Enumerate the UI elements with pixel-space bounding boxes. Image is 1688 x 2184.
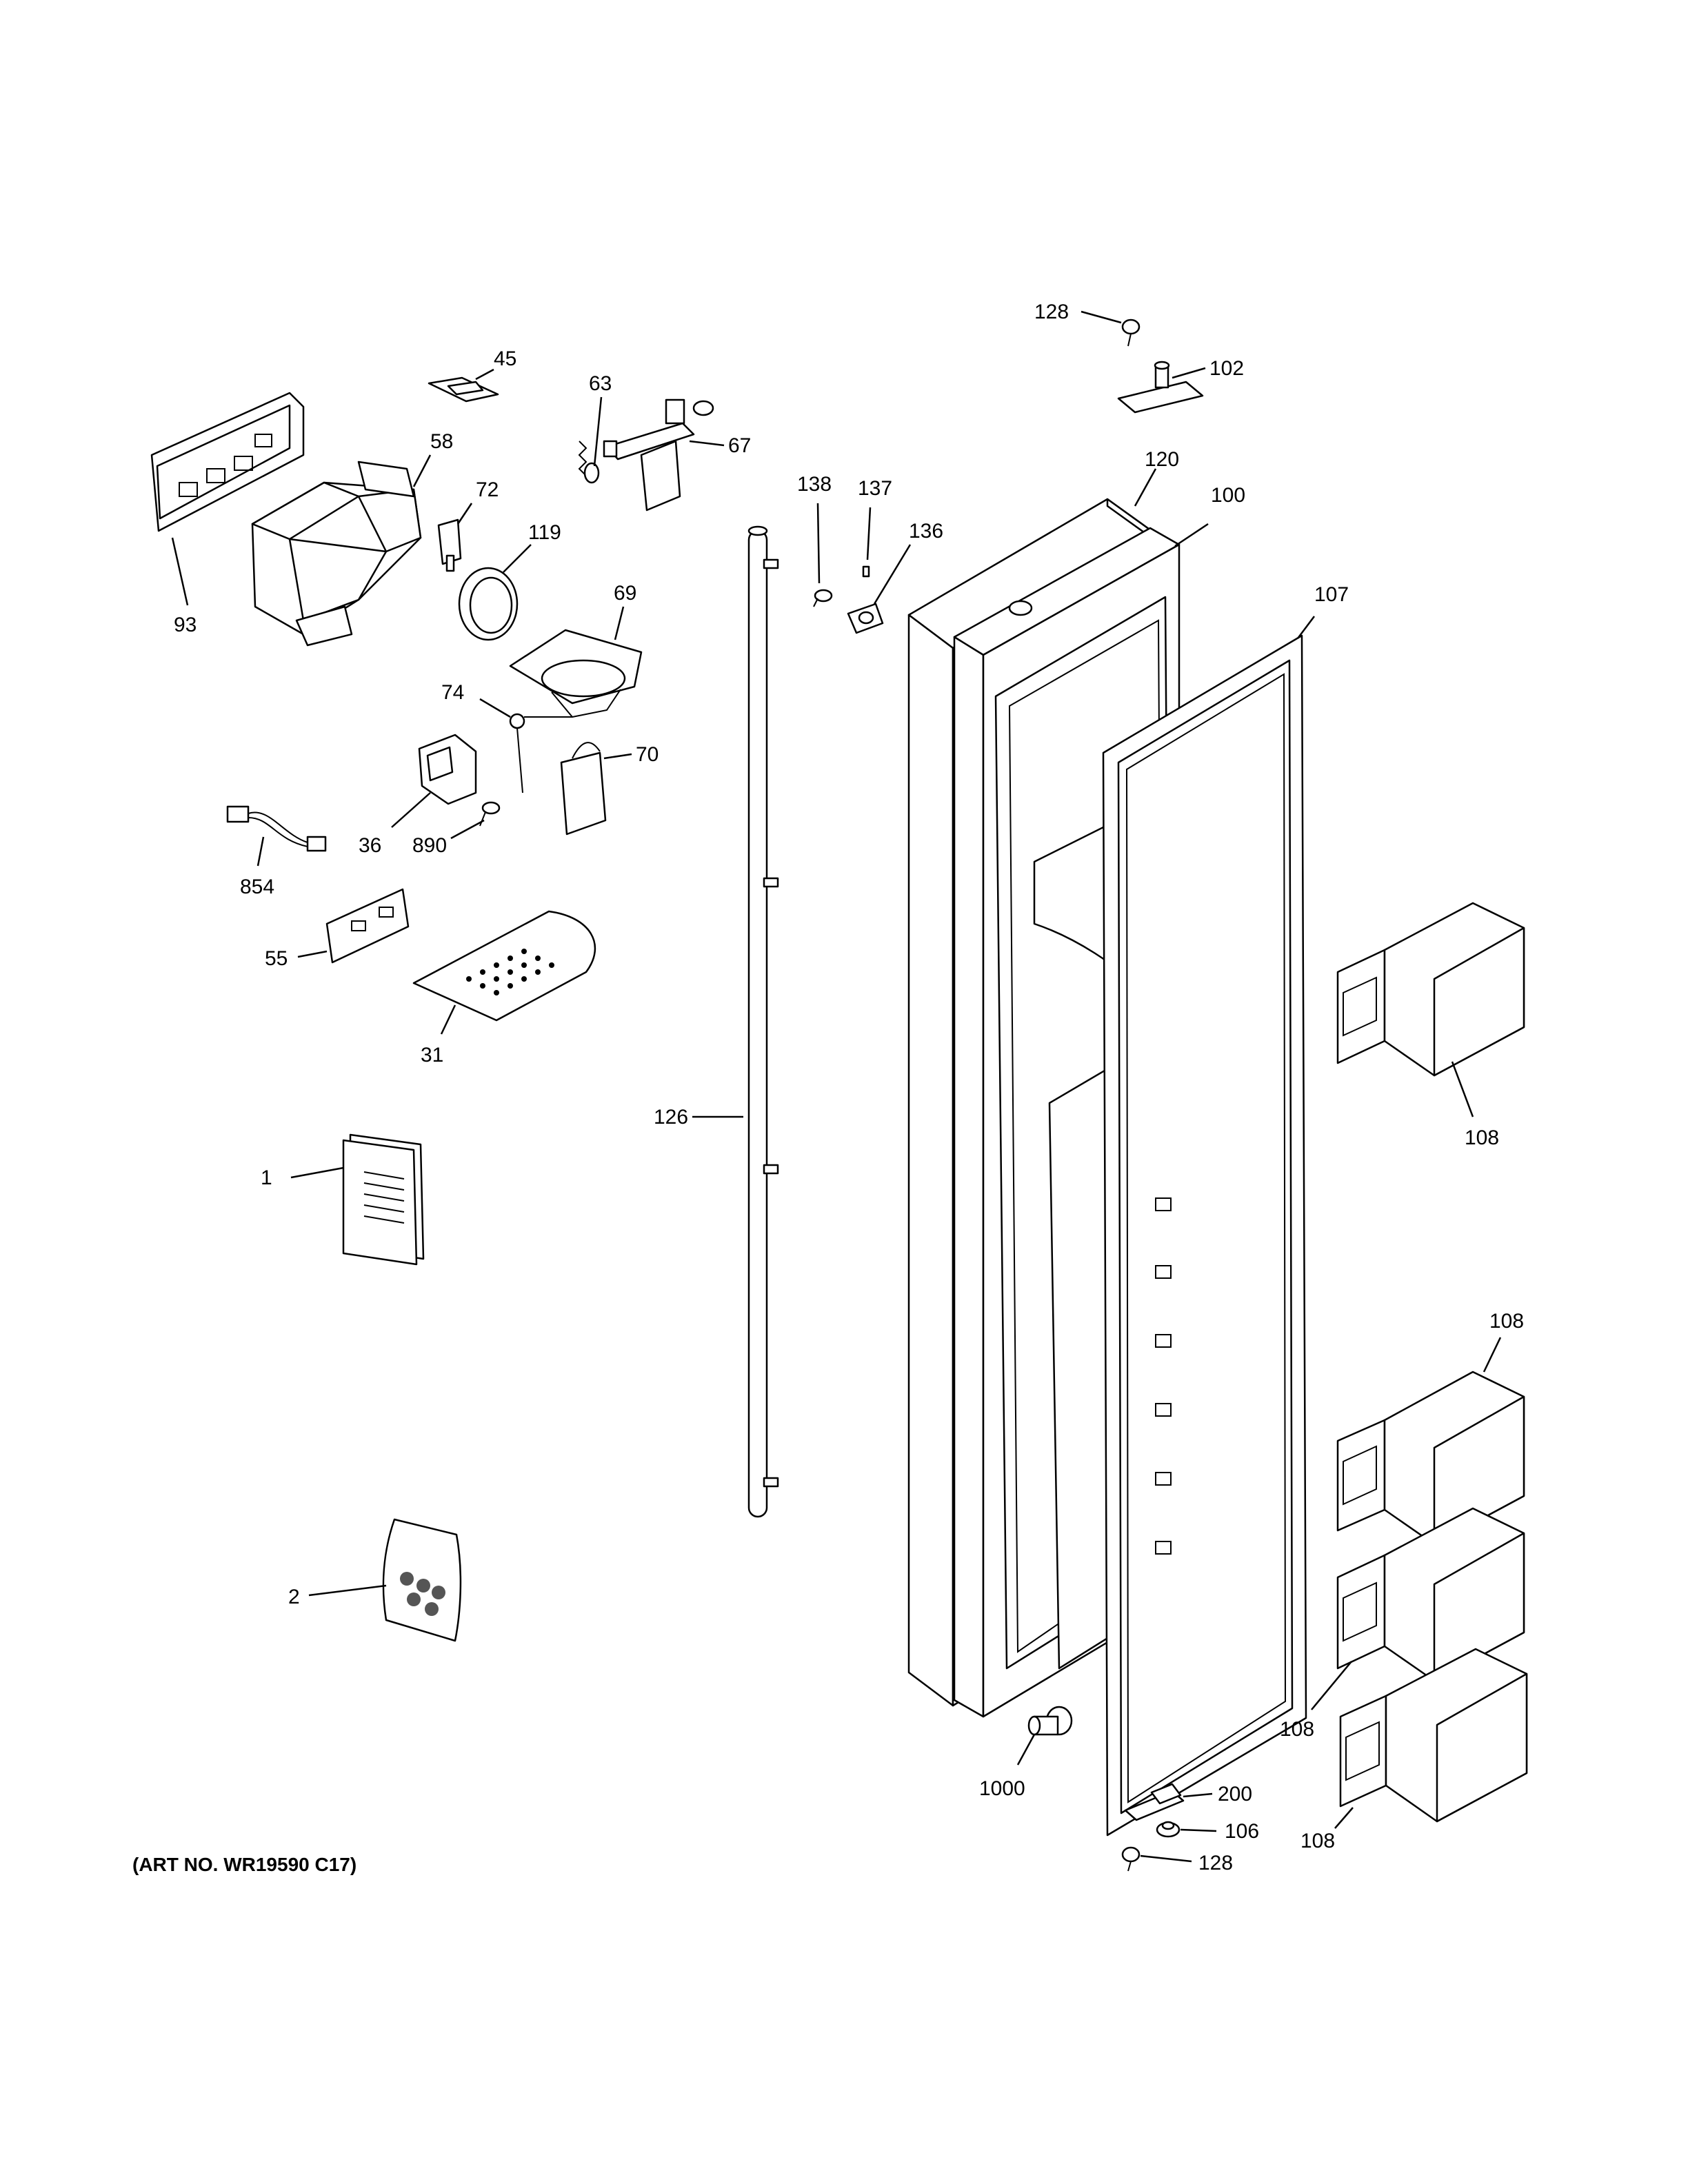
callout-108-a: 108 bbox=[1465, 1126, 1499, 1149]
callout-890: 890 bbox=[412, 834, 447, 857]
callout-138: 138 bbox=[797, 473, 832, 496]
callout-119: 119 bbox=[528, 521, 561, 544]
part-1-manual bbox=[342, 1133, 425, 1266]
part-119-ring bbox=[458, 567, 519, 641]
part-108-bin-a bbox=[1336, 902, 1525, 1077]
part-31-grille bbox=[412, 910, 596, 1022]
callout-31: 31 bbox=[421, 1044, 443, 1066]
art-number: (ART NO. WR19590 C17) bbox=[132, 1854, 356, 1875]
part-137-pin bbox=[862, 565, 870, 578]
callout-108-b: 108 bbox=[1489, 1310, 1524, 1333]
part-128-screw-top bbox=[1121, 318, 1141, 347]
part-70-paddle bbox=[560, 742, 607, 836]
part-102-top-hinge bbox=[1117, 361, 1204, 414]
callout-67: 67 bbox=[728, 434, 751, 457]
part-2-hardware-bag bbox=[382, 1518, 462, 1642]
part-74-spring bbox=[509, 713, 572, 793]
part-108-bin-c bbox=[1336, 1507, 1525, 1682]
callout-58: 58 bbox=[430, 430, 453, 453]
callout-126: 126 bbox=[654, 1106, 688, 1129]
callout-137: 137 bbox=[858, 477, 892, 500]
part-200-bottom-hinge bbox=[1124, 1783, 1185, 1821]
callout-120: 120 bbox=[1145, 448, 1179, 471]
part-107-gasket bbox=[1102, 634, 1307, 1837]
callout-93: 93 bbox=[174, 614, 197, 636]
callout-100: 100 bbox=[1211, 484, 1245, 507]
callout-854: 854 bbox=[240, 876, 274, 898]
part-108-bin-b bbox=[1336, 1371, 1525, 1546]
part-128-screw-bottom bbox=[1121, 1846, 1141, 1872]
callout-200: 200 bbox=[1218, 1783, 1252, 1806]
part-58-dispenser-housing bbox=[251, 461, 422, 647]
part-126-rod bbox=[747, 525, 779, 1518]
callout-107: 107 bbox=[1314, 583, 1349, 606]
part-1000-fitting bbox=[1027, 1706, 1073, 1736]
callout-108-c: 108 bbox=[1280, 1718, 1314, 1741]
callout-45: 45 bbox=[494, 347, 516, 370]
part-890-screw bbox=[479, 801, 501, 827]
callout-36: 36 bbox=[359, 834, 381, 857]
callout-55: 55 bbox=[265, 947, 288, 970]
callout-63: 63 bbox=[589, 372, 612, 395]
callout-128-bottom: 128 bbox=[1198, 1852, 1233, 1874]
part-138-screw bbox=[813, 589, 833, 607]
part-45-bracket bbox=[428, 376, 499, 403]
callout-1: 1 bbox=[261, 1166, 272, 1189]
part-854-harness bbox=[226, 805, 327, 852]
part-36-bracket bbox=[418, 734, 477, 805]
callout-108-d: 108 bbox=[1300, 1830, 1335, 1852]
callout-72: 72 bbox=[476, 478, 499, 501]
callout-128-top: 128 bbox=[1034, 301, 1069, 323]
callout-106: 106 bbox=[1225, 1820, 1259, 1843]
callout-1000: 1000 bbox=[979, 1777, 1025, 1800]
callout-74: 74 bbox=[441, 681, 464, 704]
callout-136: 136 bbox=[909, 520, 943, 543]
part-136-cam bbox=[847, 603, 884, 634]
callout-102: 102 bbox=[1209, 357, 1244, 380]
callout-69: 69 bbox=[614, 582, 636, 605]
part-72-switch bbox=[437, 518, 462, 572]
part-63-spring bbox=[578, 441, 600, 484]
part-55-board bbox=[325, 888, 410, 964]
callout-2: 2 bbox=[288, 1586, 300, 1608]
part-67-actuator bbox=[603, 398, 714, 512]
callout-70: 70 bbox=[636, 743, 659, 766]
part-69-funnel bbox=[509, 629, 643, 718]
part-106-bushing bbox=[1156, 1821, 1180, 1838]
part-108-bin-d bbox=[1339, 1648, 1528, 1823]
part-93-control-panel bbox=[150, 392, 305, 532]
